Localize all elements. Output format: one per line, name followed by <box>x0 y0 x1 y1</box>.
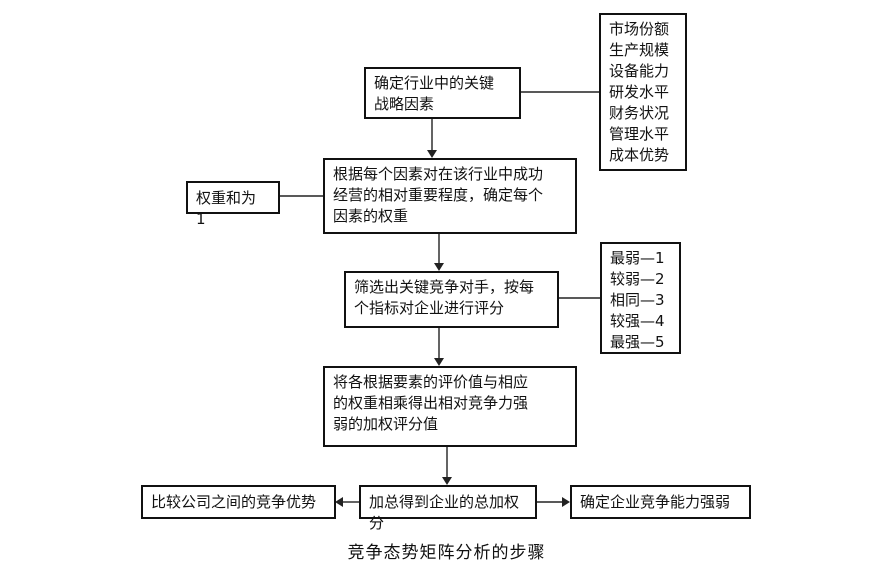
rating-scale-box: 最弱—1 较弱—2 相同—3 较强—4 最强—5 <box>600 242 681 354</box>
rate-competitors-box: 筛选出关键竞争对手，按每 个指标对企业进行评分 <box>344 271 559 328</box>
total-score-box: 加总得到企业的总加权分 <box>359 485 537 532</box>
determine-strength-box: 确定企业竞争能力强弱 <box>570 485 751 519</box>
compare-advantage-box: 比较公司之间的竞争优势 <box>141 485 336 519</box>
weighted-score-box: 将各根据要素的评价值与相应 的权重相乘得出相对竞争力强 弱的加权评分值 <box>323 366 577 447</box>
weights-sum-box: 权重和为 1 <box>186 181 280 228</box>
factor-list-box: 市场份额 生产规模 设备能力 研发水平 财务状况 管理水平 成本优势 <box>599 13 687 171</box>
assign-weights-box: 根据每个因素对在该行业中成功 经营的相对重要程度，确定每个 因素的权重 <box>323 158 577 234</box>
diagram-caption: 竞争态势矩阵分析的步骤 <box>347 543 546 563</box>
identify-factors-box: 确定行业中的关键 战略因素 <box>364 67 521 119</box>
